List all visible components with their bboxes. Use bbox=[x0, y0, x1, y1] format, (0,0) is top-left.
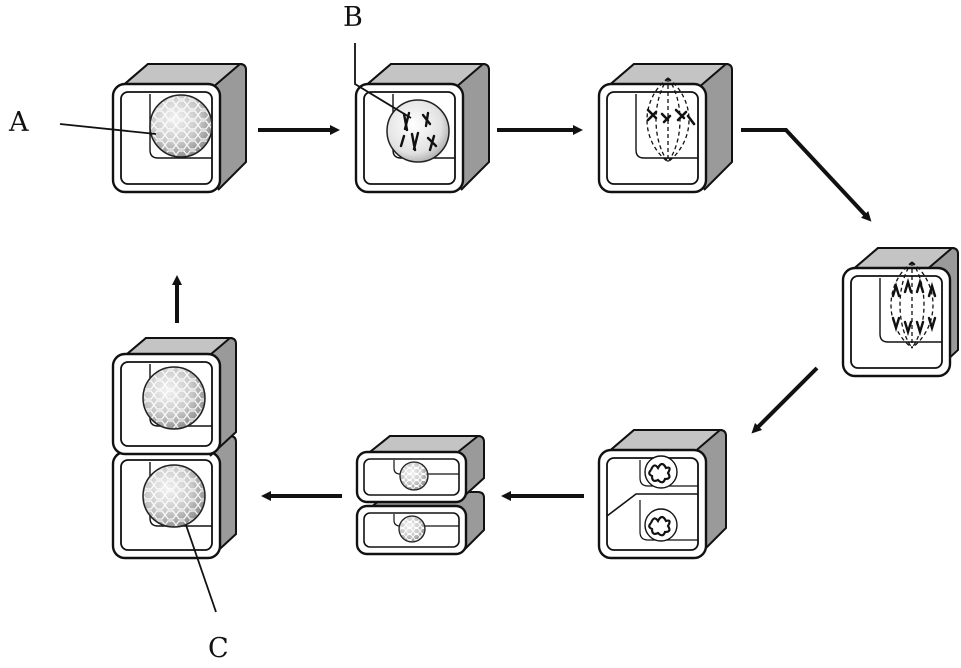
cell-5 bbox=[597, 429, 727, 560]
label-c: C bbox=[208, 633, 229, 663]
cell-1 bbox=[111, 63, 247, 194]
label-a: A bbox=[8, 107, 29, 138]
label-b: B bbox=[343, 2, 363, 33]
spindle-3 bbox=[646, 77, 690, 163]
chromosomes-3 bbox=[646, 108, 696, 126]
arrow-3-to-4 bbox=[741, 128, 872, 222]
chromosomes-b bbox=[399, 111, 438, 152]
leader-a bbox=[59, 123, 157, 135]
nucleus-b bbox=[386, 99, 450, 163]
arrow-4-to-5 bbox=[751, 366, 819, 434]
new-cell-wall bbox=[606, 493, 698, 517]
cell-7 bbox=[111, 337, 237, 560]
spindle-4 bbox=[890, 261, 934, 349]
cell-2 bbox=[354, 63, 490, 194]
cell-3 bbox=[597, 63, 733, 194]
label-leaders bbox=[59, 43, 412, 613]
leader-c bbox=[185, 524, 217, 613]
cell-6 bbox=[355, 435, 485, 556]
leader-b bbox=[354, 43, 412, 119]
cell-4 bbox=[841, 247, 959, 378]
chromosomes-4 bbox=[891, 277, 937, 337]
arrows bbox=[172, 125, 872, 501]
